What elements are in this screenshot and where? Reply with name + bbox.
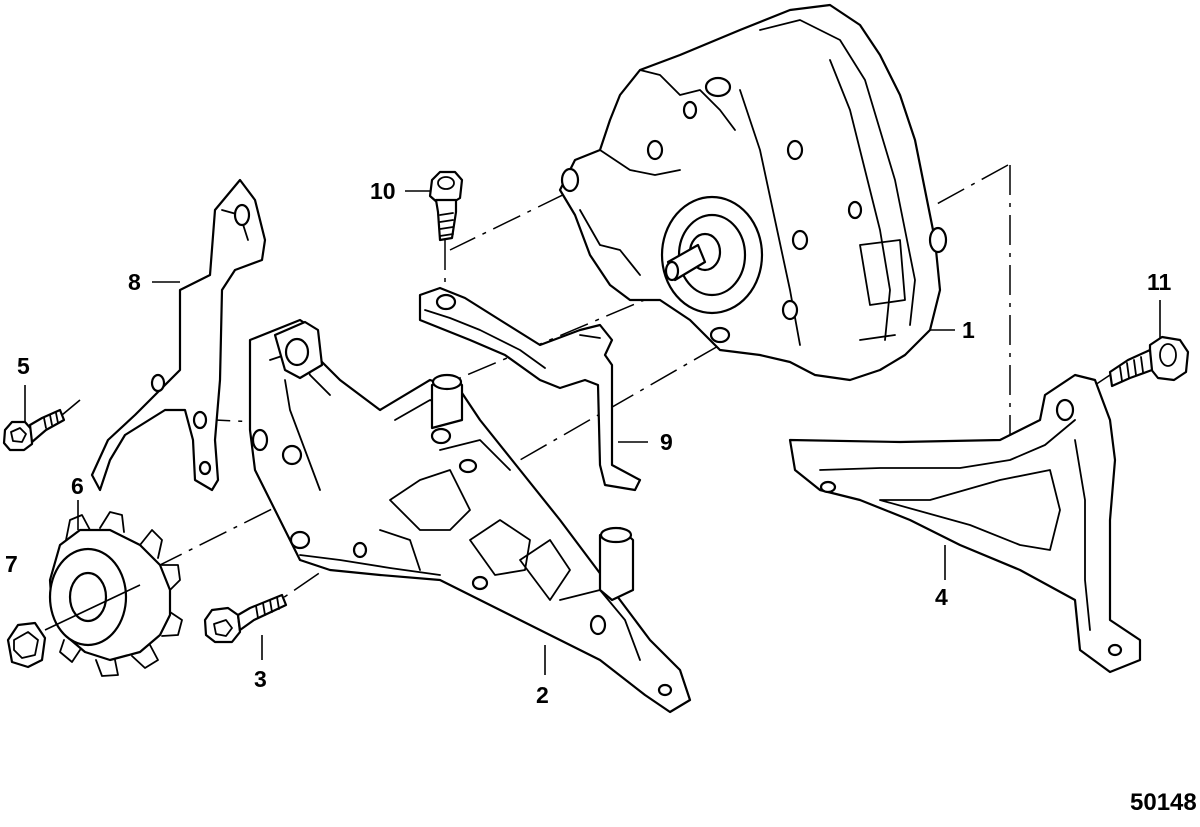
callout-4: 4	[935, 584, 948, 610]
part-1-pump-housing	[558, 3, 948, 382]
leader-lines	[24, 190, 1161, 675]
part-9-strap-bracket	[418, 286, 642, 492]
callout-2: 2	[536, 682, 549, 708]
callout-1: 1	[962, 317, 975, 343]
part-6-sprocket	[44, 511, 183, 677]
part-3-bolt	[203, 593, 288, 644]
callout-8: 8	[128, 269, 141, 295]
part-10-bolt	[428, 170, 464, 242]
part-11-bolt	[1108, 335, 1190, 388]
callout-3: 3	[254, 666, 267, 692]
callout-5: 5	[17, 353, 30, 379]
callout-6: 6	[71, 473, 84, 499]
part-7-nut	[6, 621, 47, 669]
callout-10: 10	[370, 178, 396, 204]
callout-7: 7	[5, 551, 18, 577]
callout-labels: 1 2 3 4 5 6 7 8 9 10 11	[5, 178, 1172, 708]
callout-9: 9	[660, 429, 673, 455]
alignment-line-g	[934, 164, 1009, 206]
part-2-main-bracket	[248, 318, 692, 714]
alignment-line-c	[519, 344, 721, 461]
callout-11: 11	[1147, 269, 1172, 295]
figure-number: 50148	[1130, 789, 1197, 816]
part-4-triangle-bracket	[788, 373, 1142, 674]
part-8-thin-bracket	[90, 178, 267, 492]
part-5-bolt	[2, 399, 81, 452]
